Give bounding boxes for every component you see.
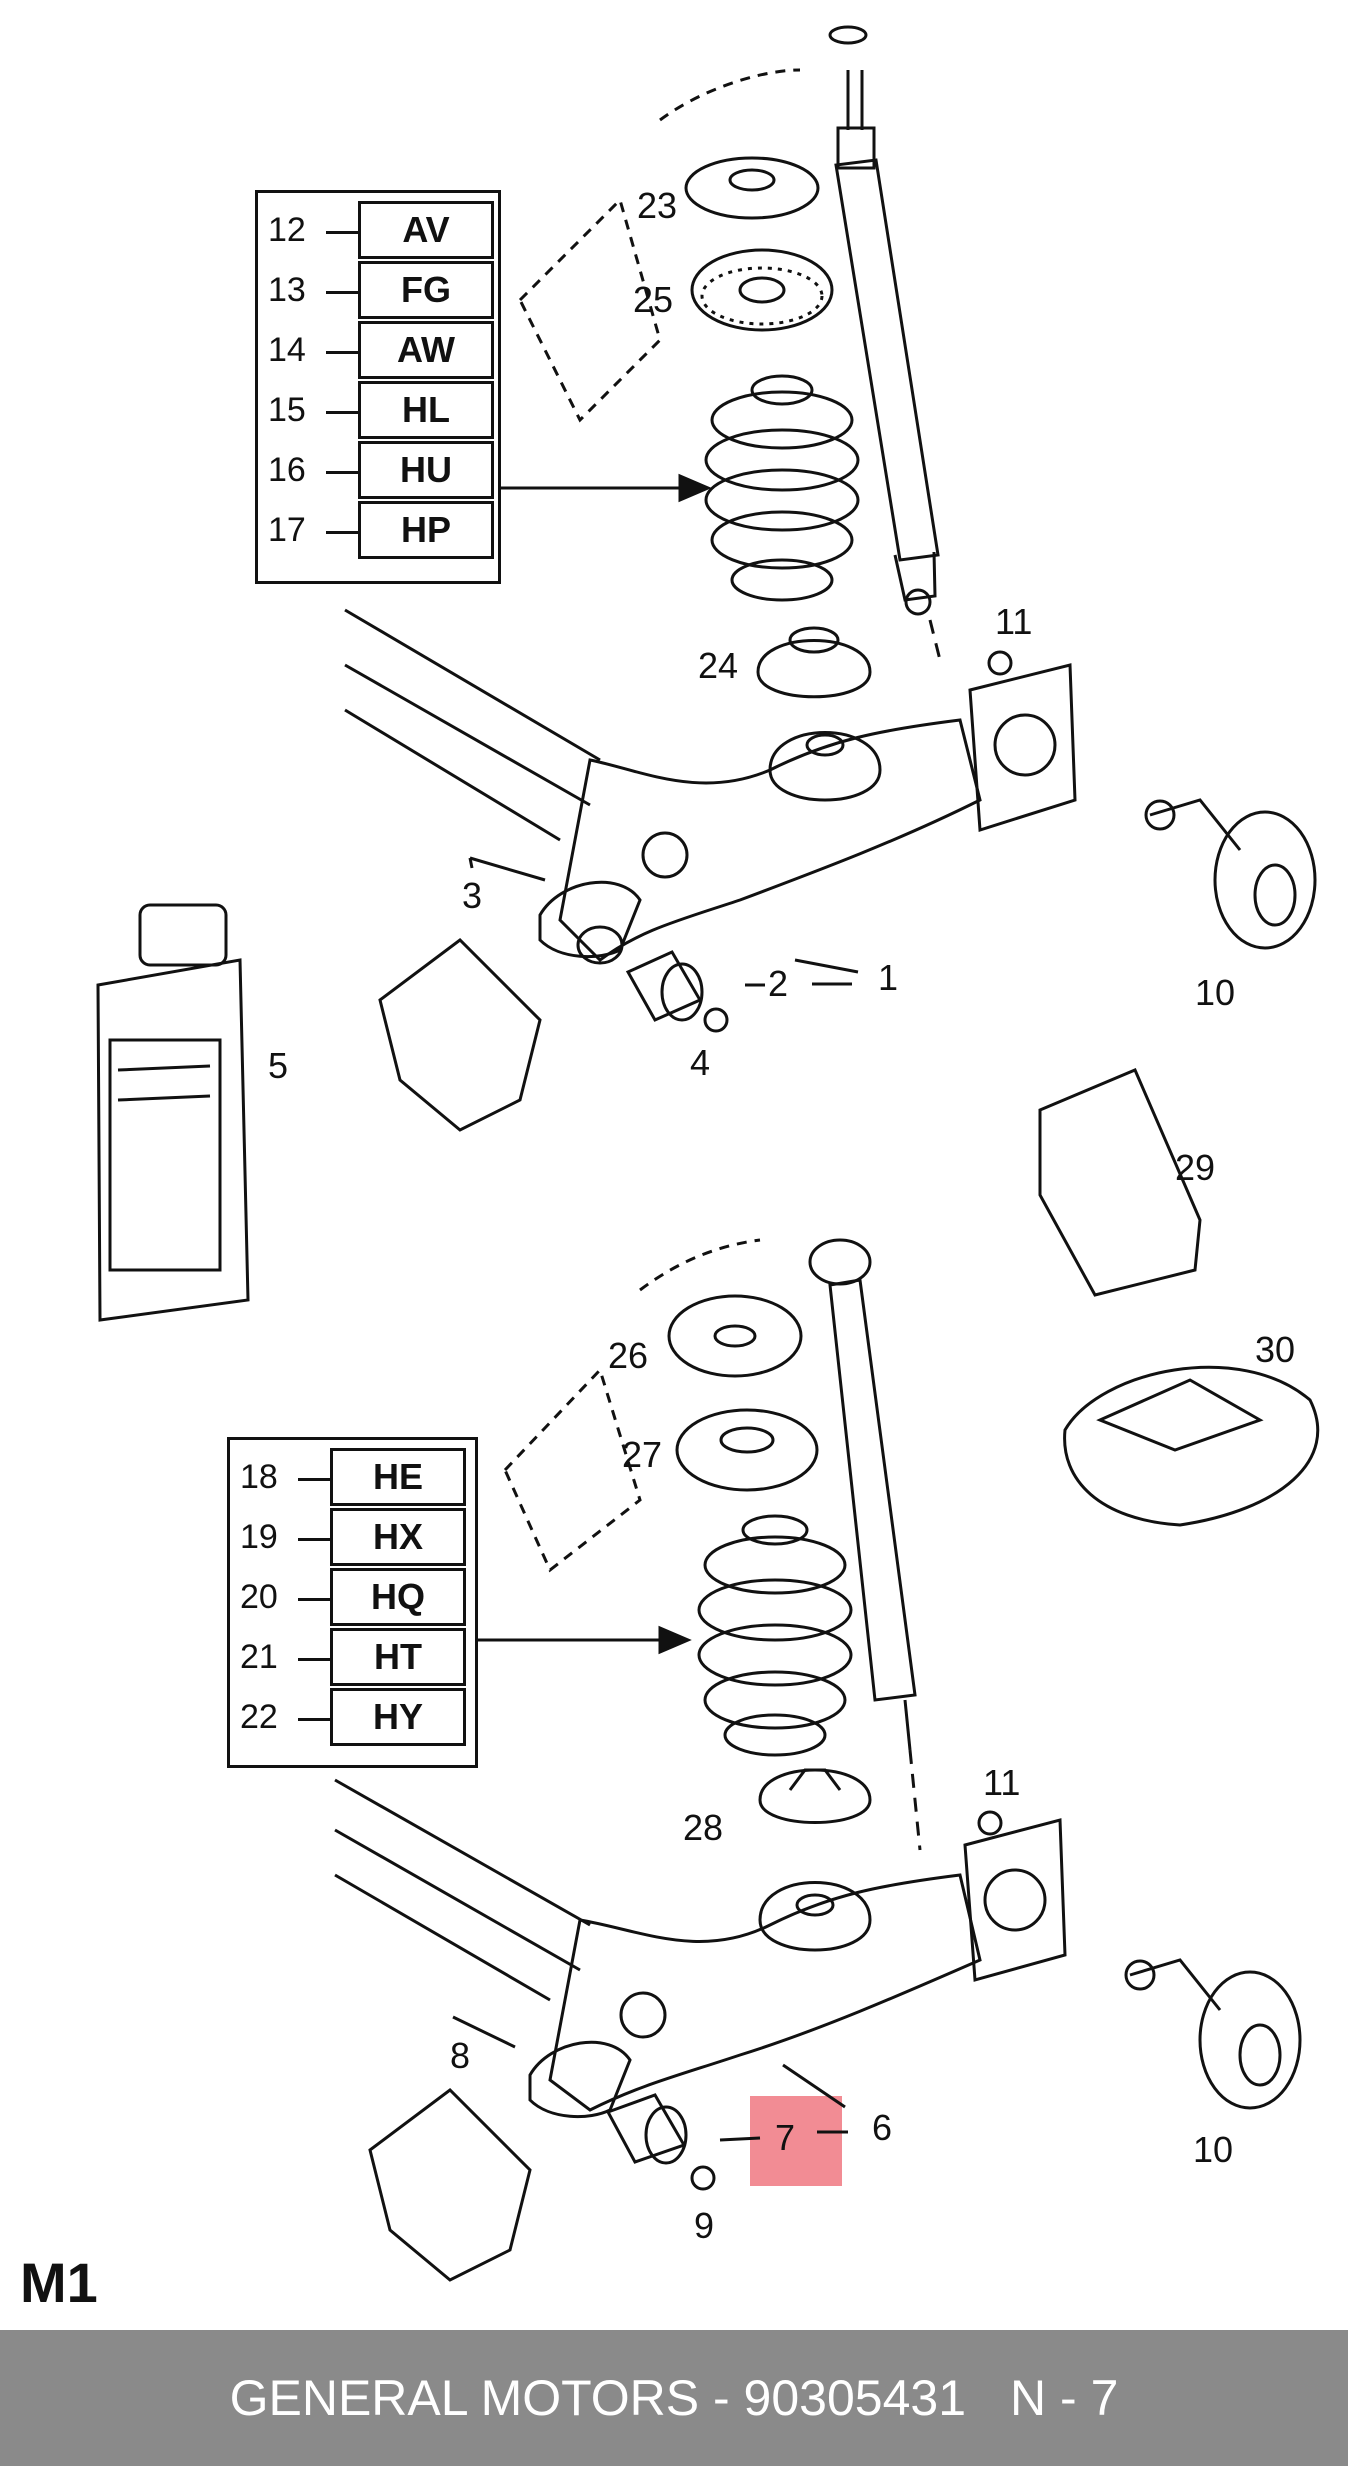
code-number: 18 (240, 1458, 278, 1496)
code-number: 17 (268, 511, 306, 549)
code-label: AW (358, 321, 494, 379)
code-label: HL (358, 381, 494, 439)
code-row: 17 HP (258, 501, 498, 561)
lower-nut-9 (690, 2165, 716, 2191)
code-row: 13 FG (258, 261, 498, 321)
code-label: HT (330, 1628, 466, 1686)
code-label: HY (330, 1688, 466, 1746)
code-row: 15 HL (258, 381, 498, 441)
label-28: 28 (683, 1807, 723, 1848)
label-10-upper: 10 (1195, 972, 1235, 1013)
leader-dash (326, 471, 358, 474)
code-number: 12 (268, 211, 306, 249)
label-30: 30 (1255, 1329, 1295, 1370)
lower-axle-beam (334, 1778, 1067, 2119)
label-6: 6 (872, 2107, 892, 2148)
lower-wheel-hub-10 (1124, 1958, 1302, 2110)
diagram-id-label: M1 (20, 2251, 98, 2314)
code-number: 20 (240, 1578, 278, 1616)
code-label: HP (358, 501, 494, 559)
code-row: 16 HU (258, 441, 498, 501)
upper-washer-23 (684, 156, 820, 220)
label-27: 27 (622, 1434, 662, 1475)
code-row: 18 HE (230, 1448, 475, 1508)
upper-code-table: 12 AV 13 FG 14 AW 15 HL 16 HU 17 HP (255, 190, 501, 584)
leader-dash (326, 291, 358, 294)
label-10-lower: 10 (1193, 2129, 1233, 2170)
label-11-upper: 11 (995, 601, 1032, 642)
label-4: 4 (690, 1042, 710, 1083)
fluid-bottle-5 (96, 903, 250, 1322)
code-row: 14 AW (258, 321, 498, 381)
upper-bump-stop-24 (756, 639, 872, 699)
highlighted-part-box (750, 2096, 842, 2186)
leader-dash (298, 1658, 330, 1661)
code-row: 12 AV (258, 201, 498, 261)
code-label: HU (358, 441, 494, 499)
lower-nut-11 (977, 1810, 1003, 1836)
label-26: 26 (608, 1335, 648, 1376)
leader-dash (298, 1718, 330, 1721)
code-label: HE (330, 1448, 466, 1506)
label-3: 3 (462, 875, 482, 916)
upper-axle-beam (344, 608, 1077, 965)
lower-code-table: 18 HE 19 HX 20 HQ 21 HT 22 HY (227, 1437, 478, 1768)
leader-dash (326, 351, 358, 354)
upper-shock-absorber (828, 25, 942, 661)
code-row: 20 HQ (230, 1568, 475, 1628)
heat-shield-29 (1038, 1068, 1202, 1297)
label-9: 9 (694, 2205, 714, 2246)
leader-dash (298, 1598, 330, 1601)
lower-washer-26 (667, 1294, 803, 1378)
lower-bolt-8 (452, 2015, 516, 2049)
code-label: FG (358, 261, 494, 319)
label-24: 24 (698, 645, 738, 686)
upper-wheel-hub-10 (1144, 798, 1317, 950)
upper-mount-25 (690, 248, 834, 332)
label-29: 29 (1175, 1147, 1215, 1188)
leader-dash (298, 1478, 330, 1481)
label-5: 5 (268, 1045, 288, 1086)
code-label: HQ (330, 1568, 466, 1626)
lower-bump-stop-28 (758, 1768, 872, 1824)
code-label: AV (358, 201, 494, 259)
upper-bolt-3 (469, 856, 546, 882)
upper-nut-11 (987, 650, 1013, 676)
label-8: 8 (450, 2035, 470, 2076)
code-row: 21 HT (230, 1628, 475, 1688)
cover-plate-30 (1063, 1365, 1320, 1527)
lower-mount-27 (675, 1408, 819, 1492)
code-row: 19 HX (230, 1508, 475, 1568)
lower-shock-absorber (808, 1238, 922, 1851)
upper-nut-4 (703, 1007, 729, 1033)
leader-dash (326, 411, 358, 414)
label-23: 23 (637, 185, 677, 226)
code-number: 21 (240, 1638, 278, 1676)
code-number: 16 (268, 451, 306, 489)
leader-dash (298, 1538, 330, 1541)
parts-diagram: 23 25 24 11 3 2 1 4 10 5 29 30 26 27 28 … (96, 25, 1320, 2282)
lower-coil-spring (697, 1514, 853, 1757)
label-2: 2 (768, 963, 788, 1004)
leader-dash (326, 531, 358, 534)
upper-coil-spring (704, 374, 860, 602)
footer-bar: GENERAL MOTORS - 90305431 N - 7 (0, 2330, 1348, 2466)
footer-part-number: GENERAL MOTORS - 90305431 (229, 2370, 967, 2426)
footer-page-ref: N - 7 (1010, 2370, 1119, 2426)
label-7: 7 (775, 2117, 795, 2158)
label-1: 1 (878, 957, 898, 998)
upper-bush-2 (625, 950, 703, 1022)
code-number: 19 (240, 1518, 278, 1556)
label-11-lower: 11 (983, 1762, 1020, 1803)
leader-dash (326, 231, 358, 234)
label-25: 25 (633, 279, 673, 320)
code-number: 22 (240, 1698, 278, 1736)
code-number: 15 (268, 391, 306, 429)
code-row: 22 HY (230, 1688, 475, 1748)
code-number: 13 (268, 271, 306, 309)
code-number: 14 (268, 331, 306, 369)
code-label: HX (330, 1508, 466, 1566)
